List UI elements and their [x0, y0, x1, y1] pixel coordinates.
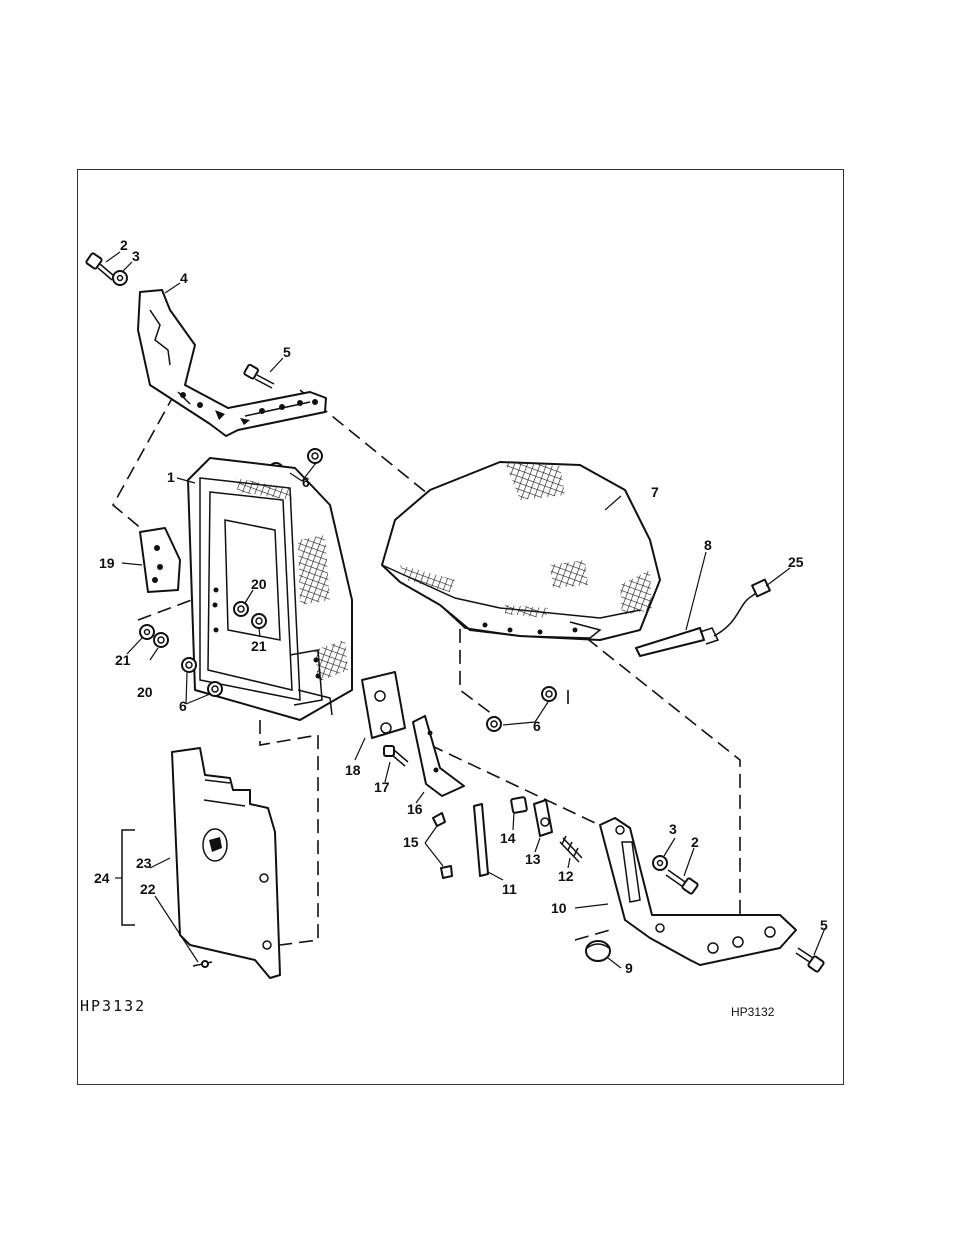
callout-2-bottom: 2	[691, 834, 699, 850]
callout-13: 13	[525, 851, 541, 867]
callout-20-upper: 20	[251, 576, 267, 592]
callout-4: 4	[180, 270, 188, 286]
callout-5-bottom: 5	[820, 917, 828, 933]
callout-24: 24	[94, 870, 110, 886]
hood-cover	[381, 461, 661, 641]
screw-17	[383, 745, 409, 767]
bracket-16	[412, 715, 465, 797]
upper-mount-bracket	[137, 289, 327, 437]
callout-18: 18	[345, 762, 361, 778]
clip-15	[432, 812, 453, 879]
headlight-housing	[187, 457, 353, 721]
assembly-dash-lines	[111, 374, 741, 946]
plate-18	[361, 671, 406, 739]
callout-5-top: 5	[283, 344, 291, 360]
leader-lines	[105, 251, 826, 969]
callout-6-right: 6	[533, 718, 541, 734]
bolt-5-top	[243, 363, 275, 389]
nuts-6-lower-right	[486, 686, 557, 732]
callout-19: 19	[99, 555, 115, 571]
callout-9: 9	[625, 960, 633, 976]
callout-10: 10	[551, 900, 567, 916]
callout-25: 25	[788, 554, 804, 570]
nuts-6-lower-left	[181, 657, 223, 697]
cap-9	[585, 940, 611, 962]
bolt-2-bottom	[665, 869, 699, 895]
rivet-22	[192, 960, 213, 968]
figure-id-left: HP3132	[80, 997, 146, 1015]
washer-21-nut-20-left	[139, 624, 169, 648]
callout-15: 15	[403, 834, 419, 850]
callout-3-top: 3	[132, 248, 140, 264]
callout-12: 12	[558, 868, 574, 884]
callout-11: 11	[502, 881, 517, 897]
callout-14: 14	[500, 830, 516, 846]
callout-8: 8	[704, 537, 712, 553]
bracket-19	[139, 527, 181, 593]
decal-plate-23	[171, 747, 281, 979]
callout-22: 22	[140, 881, 156, 897]
callout-17: 17	[374, 779, 390, 795]
callout-21-left: 21	[115, 652, 131, 668]
strip-11	[473, 803, 489, 877]
wire-lead-8	[635, 589, 761, 657]
callout-3-bottom: 3	[669, 821, 677, 837]
callout-23: 23	[136, 855, 152, 871]
callout-6-left: 6	[179, 698, 187, 714]
stud-12	[559, 835, 583, 863]
figure-id-right: HP3132	[731, 1005, 775, 1019]
callout-21-upper: 21	[251, 638, 267, 654]
callout-1: 1	[167, 469, 175, 485]
callout-20-left: 20	[137, 684, 153, 700]
bolt-2-top	[85, 252, 115, 281]
callout-7: 7	[651, 484, 659, 500]
callout-2-top: 2	[120, 237, 128, 253]
callout-6-upper: 6	[302, 474, 310, 490]
nut-14	[510, 796, 528, 814]
group-bracket-24	[115, 829, 135, 926]
washer-3-bottom	[652, 855, 668, 871]
clip-13	[533, 799, 553, 837]
callout-labels: 2 3 4 5 6 1 7 8 25 19 20 21 21 20 6 6 18…	[94, 237, 828, 976]
lower-mount-bracket	[599, 817, 797, 966]
callout-16: 16	[407, 801, 423, 817]
bolt-5-bottom	[795, 947, 825, 973]
washer-3-top	[112, 270, 128, 286]
